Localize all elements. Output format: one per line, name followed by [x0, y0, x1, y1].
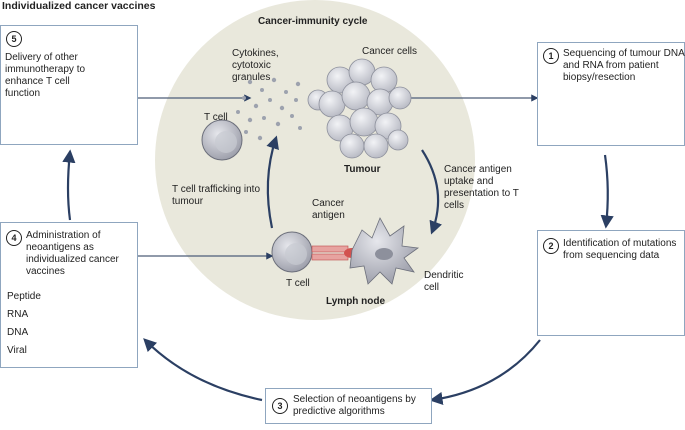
step-1-text: Sequencing of tumour DNA and RNA from pa…	[563, 48, 685, 83]
step-2-box: 2 Identification of mutations from seque…	[537, 230, 685, 336]
step-2-text: Identification of mutations from sequenc…	[563, 238, 677, 261]
t-cell-top-icon	[201, 119, 243, 161]
cancer-antigen-label: Cancer antigen	[312, 198, 345, 221]
legend-rna-label: RNA	[7, 309, 29, 320]
step-5-text: Delivery of other immunotherapy to enhan…	[5, 52, 86, 99]
figure-title: Individualized cancer vaccines	[2, 0, 156, 12]
arrow-antigen-uptake	[421, 149, 442, 235]
dendritic-cell-icon	[349, 217, 420, 285]
arrow-t-cell-trafficking	[266, 135, 279, 229]
step-5-box: 5 Delivery of other immunotherapy to enh…	[0, 25, 138, 145]
step-4-text: Administration of neoantigens as individ…	[26, 230, 119, 277]
tumour-icon	[307, 58, 412, 159]
step-3-text: Selection of neoantigens by predictive a…	[293, 394, 416, 417]
step-3-number: 3	[272, 398, 288, 414]
step-5-number: 5	[6, 31, 22, 47]
arrow-selection-to-administration	[143, 338, 263, 402]
t-cell-bottom-label: T cell	[286, 278, 310, 289]
antigen-uptake-label: Cancer antigen uptake and presentation t…	[444, 164, 519, 211]
step-3-box: 3 Selection of neoantigens by predictive…	[265, 388, 432, 424]
arrow-identification-to-selection	[429, 339, 541, 405]
t-cell-top-label: T cell	[204, 112, 228, 123]
arrow-administration-to-delivery	[62, 149, 76, 221]
legend-dna-label: DNA	[7, 327, 29, 338]
legend-viral-label: Viral	[7, 345, 27, 356]
lymph-node-label: Lymph node	[326, 296, 386, 307]
cytokines-label: Cytokines, cytotoxic granules	[232, 48, 279, 83]
step-4-number: 4	[6, 230, 22, 246]
step-2-number: 2	[543, 238, 559, 254]
cycle-title: Cancer-immunity cycle	[258, 16, 368, 27]
t-cell-bottom-icon	[271, 231, 313, 273]
t-cell-trafficking-label: T cell trafficking into tumour	[172, 184, 261, 207]
step-1-number: 1	[543, 48, 559, 64]
cytokine-granules	[236, 77, 302, 141]
cancer-cells-label: Cancer cells	[362, 46, 418, 57]
step-1-box: 1 Sequencing of tumour DNA and RNA from …	[537, 42, 685, 146]
legend-peptide-label: Peptide	[7, 291, 41, 302]
arrow-sequencing-to-identification	[600, 154, 614, 229]
dendritic-cell-label: Dendritic cell	[424, 270, 464, 293]
tumour-label: Tumour	[344, 164, 381, 175]
step-4-box: 4 Administration of neoantigens as indiv…	[0, 222, 138, 368]
